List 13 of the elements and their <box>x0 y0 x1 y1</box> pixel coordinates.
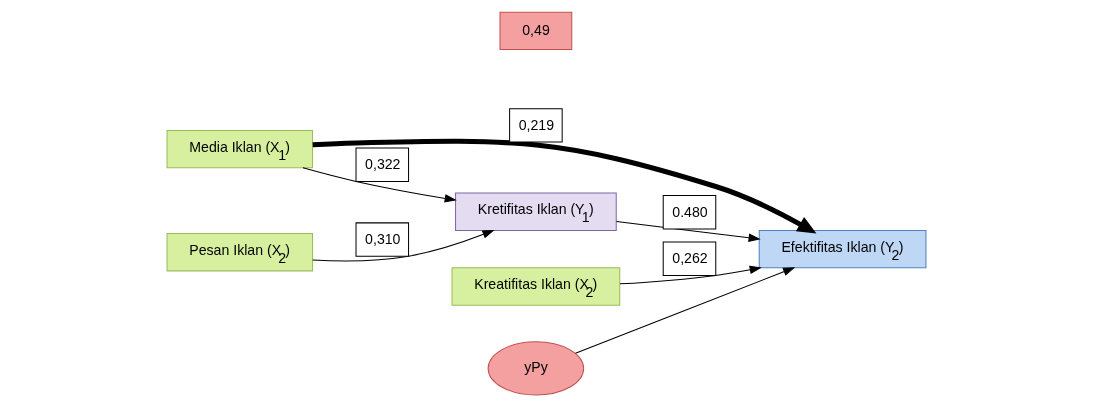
arrow <box>312 229 495 262</box>
edge-label: 0,219 <box>518 116 555 133</box>
arrow <box>616 221 761 242</box>
edge-label: 0,262 <box>672 249 708 266</box>
node-ellipse: yPy <box>487 341 585 396</box>
arrow <box>312 138 817 234</box>
arrow <box>302 167 457 203</box>
arrow <box>575 267 796 354</box>
arrow <box>619 265 762 285</box>
edge-label: 0,310 <box>365 230 401 247</box>
edge-label: 0.480 <box>672 203 708 220</box>
node-box: 0,49 <box>499 11 573 51</box>
edge-label: 0,322 <box>365 156 401 173</box>
